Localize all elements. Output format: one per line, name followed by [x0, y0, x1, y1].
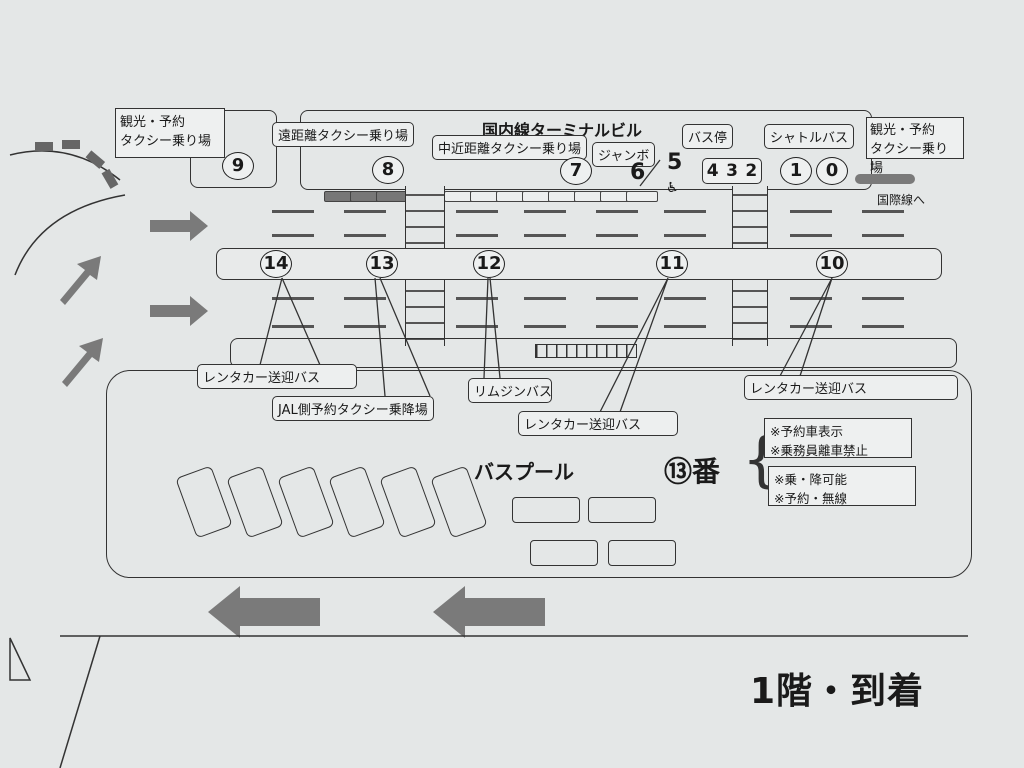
lane-marking [344, 234, 386, 237]
arrow-up-right-icon [60, 256, 101, 305]
lane-marking [664, 234, 706, 237]
jumbo-label: ジャンボ [592, 142, 656, 167]
floor-label: 1階・到着 [750, 671, 925, 712]
wheelchair-icon: ♿ [666, 180, 679, 196]
lane-marking [524, 234, 566, 237]
lane-marking [456, 234, 498, 237]
lane-marking [862, 297, 904, 300]
stop-13-notes-bottom: ※乗・降可能 ※予約・無線 [768, 466, 916, 506]
stop-12: 12 [473, 250, 505, 278]
sightseeing-taxi-left-label: 観光・予約 タクシー乗り場 [115, 108, 225, 158]
lane-marking [272, 297, 314, 300]
lane-marking [596, 234, 638, 237]
lane-marking [862, 234, 904, 237]
to-international-arrow [855, 174, 915, 184]
lane-marking [596, 297, 638, 300]
arrow-left-icon [208, 586, 320, 638]
stop-0: 0 [816, 157, 848, 185]
rental-car-bus-14-label: レンタカー送迎バス [197, 364, 357, 389]
lane-marking [596, 325, 638, 328]
lane-marking [272, 210, 314, 213]
jal-reserved-taxi-label: JAL側予約タクシー乗降場 [272, 396, 434, 421]
arrow-right-icon [150, 211, 208, 241]
shuttle-bus-label: シャトルバス [764, 124, 855, 149]
lane-marking [664, 325, 706, 328]
lane-marking [790, 297, 832, 300]
stop-3: 3 [726, 161, 738, 181]
long-distance-taxi-label: 遠距離タクシー乗り場 [272, 122, 415, 147]
arrow-left-icon [433, 586, 545, 638]
mid-distance-taxi-label: 中近距離タクシー乗り場 [432, 135, 588, 160]
bus-pool-area [106, 370, 972, 578]
to-international-label: 国際線へ [877, 193, 926, 207]
stop-13-notes-top: ※予約車表示 ※乗務員離車禁止 [764, 418, 912, 458]
parked-car [530, 540, 598, 566]
lane-marking [272, 234, 314, 237]
lane-marking [344, 297, 386, 300]
lane-marking [862, 325, 904, 328]
lane-marking [456, 210, 498, 213]
parked-car [588, 497, 656, 523]
stop-14: 14 [260, 250, 292, 278]
lane-marking [664, 297, 706, 300]
bus-bays [535, 344, 637, 358]
lane-marking [664, 210, 706, 213]
parking-slot [626, 191, 658, 202]
lane-marking [862, 210, 904, 213]
stop-11: 11 [656, 250, 688, 278]
stop-6: 6 [630, 160, 646, 185]
lane-marking [524, 297, 566, 300]
arrow-right-icon [150, 296, 208, 326]
rental-car-bus-10-label: レンタカー送迎バス [744, 375, 958, 400]
bus-stop-label: バス停 [682, 124, 734, 149]
lane-marking [272, 325, 314, 328]
lane-marking [456, 325, 498, 328]
lane-marking [596, 210, 638, 213]
stop-7: 7 [560, 157, 592, 185]
stop-9: 9 [222, 152, 254, 180]
lane-marking [524, 210, 566, 213]
stop-10: 10 [816, 250, 848, 278]
stop-2: 2 [745, 161, 758, 181]
stop-8: 8 [372, 156, 404, 184]
limousine-bus-label: リムジンバス [468, 378, 552, 403]
stop-13-info-label: ⑬番 [664, 455, 721, 488]
lane-marking [790, 210, 832, 213]
arrow-up-right-icon [62, 338, 103, 387]
stops-4-3-2: 4 3 2 [702, 158, 762, 184]
parked-car [512, 497, 580, 523]
lane-marking [524, 325, 566, 328]
lane-marking [344, 325, 386, 328]
bus-pool-label: バスプール [474, 460, 574, 484]
stop-5: 5 [667, 150, 683, 175]
stop-1: 1 [780, 157, 812, 185]
lane-marking [456, 297, 498, 300]
rental-car-bus-11-label: レンタカー送迎バス [518, 411, 678, 436]
stop-13: 13 [366, 250, 398, 278]
lane-marking [790, 325, 832, 328]
stop-4: 4 [706, 161, 719, 181]
lane-marking [344, 210, 386, 213]
entry-road [9, 140, 126, 276]
parked-car [608, 540, 676, 566]
sightseeing-taxi-right-label: 観光・予約 タクシー乗り場 [866, 117, 964, 176]
lower-island [230, 338, 957, 368]
lane-marking [790, 234, 832, 237]
